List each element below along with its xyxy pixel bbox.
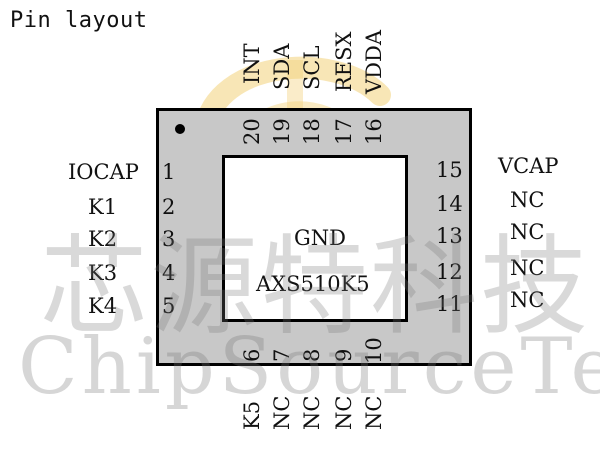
pin-4-name: K3 xyxy=(88,261,118,285)
part-number: AXS510K5 xyxy=(256,272,370,296)
pin-9-number: 9 xyxy=(332,348,356,362)
pin-19-name: SDA xyxy=(270,43,294,90)
pin-10-number: 10 xyxy=(362,337,386,364)
pin-13-number: 13 xyxy=(436,224,463,248)
pin-5-name: K4 xyxy=(88,294,118,318)
pin-8-name: NC xyxy=(300,395,324,430)
pin-17-name: RESX xyxy=(332,31,356,92)
pin-11-name: NC xyxy=(510,288,545,312)
pin-2-name: K1 xyxy=(88,195,118,219)
page-title: Pin layout xyxy=(10,8,148,33)
pin-1-number: 1 xyxy=(162,160,176,184)
pin-14-name: NC xyxy=(510,188,545,212)
pin-20-name: INT xyxy=(240,43,264,84)
pin-13-name: NC xyxy=(510,220,545,244)
pin-12-name: NC xyxy=(510,256,545,280)
pin-20-number: 20 xyxy=(240,118,264,145)
pin-3-number: 3 xyxy=(162,227,176,251)
ground-pad xyxy=(222,155,408,322)
pin-10-name: NC xyxy=(362,395,386,430)
pin-15-number: 15 xyxy=(436,158,463,182)
pin-3-name: K2 xyxy=(88,227,118,251)
pin-17-number: 17 xyxy=(332,118,356,145)
pin-7-number: 7 xyxy=(270,348,294,362)
pin-8-number: 8 xyxy=(300,348,324,362)
pin-1-name: IOCAP xyxy=(68,160,139,184)
pin-18-number: 18 xyxy=(300,118,324,145)
pin-14-number: 14 xyxy=(436,192,463,216)
pin-19-number: 19 xyxy=(270,118,294,145)
pin-9-name: NC xyxy=(332,395,356,430)
pin-15-name: VCAP xyxy=(498,154,559,178)
pin-6-name: K5 xyxy=(240,400,264,430)
pin-16-number: 16 xyxy=(362,118,386,145)
pin1-indicator-dot xyxy=(175,124,185,134)
pin-6-number: 6 xyxy=(240,348,264,362)
pin-16-name: VDDA xyxy=(362,29,386,94)
pin-7-name: NC xyxy=(270,395,294,430)
pin-5-number: 5 xyxy=(162,294,176,318)
pin-18-name: SCL xyxy=(300,45,324,90)
pin-2-number: 2 xyxy=(162,195,176,219)
pin-4-number: 4 xyxy=(162,261,176,285)
pad-label: GND xyxy=(294,226,346,250)
pin-11-number: 11 xyxy=(436,292,463,316)
pin-12-number: 12 xyxy=(436,260,463,284)
